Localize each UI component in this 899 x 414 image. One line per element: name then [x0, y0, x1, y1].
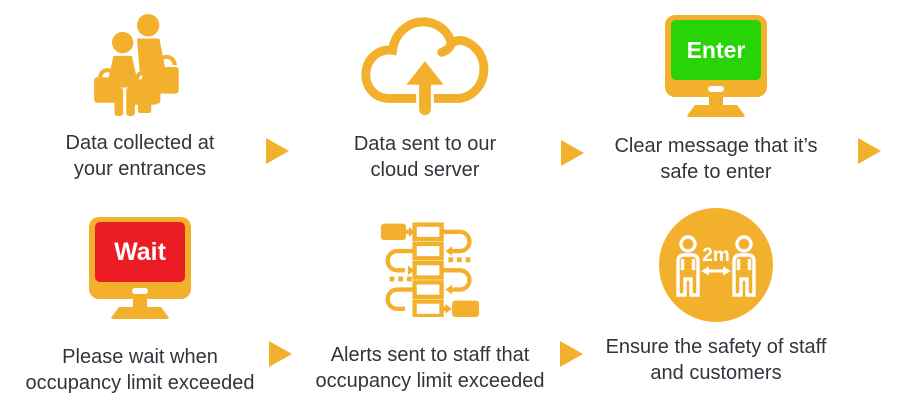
monitor-screen: Wait [95, 222, 185, 282]
caption-line: Clear message that it’s [614, 135, 818, 157]
flow-arrow-1 [266, 138, 289, 164]
step-wait-message: Wait Please wait when occupancy limit ex… [5, 205, 275, 396]
step-caption: Please wait when occupancy limit exceede… [5, 344, 275, 396]
step-caption: Alerts sent to staff that occupancy limi… [295, 342, 565, 394]
caption-line: occupancy limit exceeded [25, 372, 255, 394]
screen-label: Wait [114, 237, 166, 266]
cloud-upload-icon [361, 17, 489, 119]
monitor-neck [709, 96, 723, 105]
monitor-enter-icon: Enter [665, 15, 767, 117]
monitor-screen: Enter [671, 20, 761, 80]
step-enter-message: Enter Clear message that it’s safe to en… [581, 10, 851, 185]
flow-arrow-3 [858, 138, 881, 164]
flow-arrow-5 [560, 341, 583, 367]
monitor-base [110, 307, 170, 319]
step-caption: Data sent to our cloud server [290, 131, 560, 183]
workflow-icon [380, 222, 480, 317]
monitor-base [686, 105, 746, 117]
caption-line: and customers [650, 362, 782, 384]
upload-arrow-glyph [400, 56, 450, 119]
step-caption: Clear message that it’s safe to enter [581, 133, 851, 185]
monitor-frame: Wait [89, 217, 191, 299]
caption-line: cloud server [370, 159, 480, 181]
monitor-wait-icon: Wait [89, 217, 191, 319]
caption-line: your entrances [73, 158, 207, 180]
step-safety-distance: 2m Ensure the safety of staff and custom… [581, 205, 851, 386]
flow-arrow-2 [561, 140, 584, 166]
caption-line: Data collected at [65, 132, 215, 154]
step-cloud-server: Data sent to our cloud server [290, 10, 560, 183]
distance-label: 2m [702, 245, 729, 266]
monitor-button [132, 288, 148, 294]
flow-arrow-4 [269, 341, 292, 367]
step-caption: Ensure the safety of staff and customers [581, 334, 851, 386]
caption-line: safe to enter [660, 161, 772, 183]
caption-line: Please wait when [62, 346, 218, 368]
caption-line: Ensure the safety of staff [605, 336, 827, 358]
monitor-frame: Enter [665, 15, 767, 97]
caption-line: Data sent to our [353, 133, 497, 155]
step-caption: Data collected at your entrances [5, 130, 275, 182]
caption-line: occupancy limit exceeded [315, 370, 545, 392]
caption-line: Alerts sent to staff that [330, 344, 530, 366]
step-staff-alerts: Alerts sent to staff that occupancy limi… [295, 205, 565, 394]
shoppers-icon [94, 14, 179, 116]
step-data-collected: Data collected at your entrances [5, 10, 275, 182]
screen-label: Enter [686, 36, 746, 63]
social-distance-icon: 2m [659, 208, 773, 322]
monitor-button [708, 86, 724, 92]
monitor-neck [133, 298, 147, 307]
